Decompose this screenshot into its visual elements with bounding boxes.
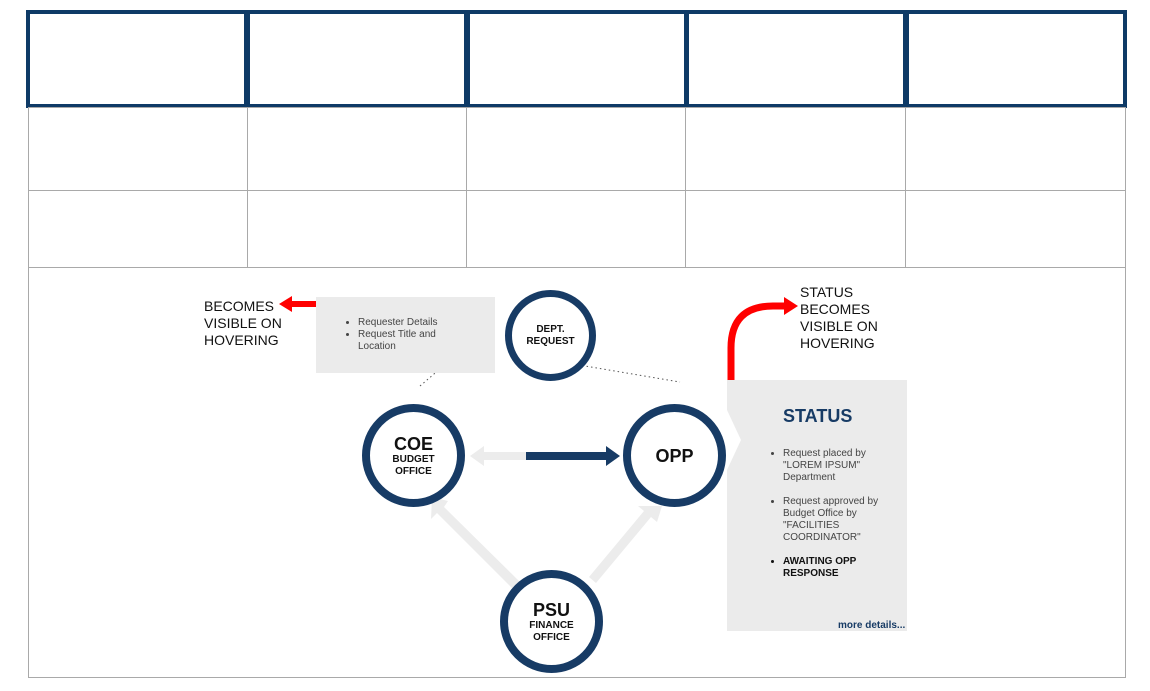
node-title: PSU (532, 599, 570, 620)
node-label: REQUEST (526, 335, 575, 347)
note-line: STATUS (800, 284, 854, 300)
hover-note-right: STATUS BECOMES VISIBLE ON HOVERING (800, 284, 910, 352)
note-line: VISIBLE ON (204, 315, 282, 331)
diagram-frame (28, 267, 1126, 678)
table-cell (247, 107, 467, 191)
table-cell (28, 107, 248, 191)
request-details-list: Requester Details Request Title and Loca… (358, 317, 485, 353)
table-header-cell-3 (466, 10, 688, 108)
table-cell (685, 107, 906, 191)
status-panel: STATUS Request placed by "LOREM IPSUM" D… (727, 380, 907, 631)
red-arrow-left (279, 296, 318, 312)
table-cell (905, 190, 1126, 268)
node-label: OFFICE (395, 465, 432, 477)
note-line: BECOMES (204, 298, 275, 314)
note-line: BECOMES (800, 301, 871, 317)
more-details-link[interactable]: more details... (838, 620, 906, 631)
node-opp[interactable]: OPP (623, 404, 726, 507)
node-title: OPP (655, 445, 694, 466)
light-arrow-psu-coe (431, 497, 520, 589)
light-arrow-psu-opp (589, 506, 662, 583)
note-line: VISIBLE ON (800, 318, 878, 334)
table-cell (905, 107, 1126, 191)
list-item: Requester Details (358, 317, 485, 329)
node-label: OFFICE (533, 631, 570, 643)
table-cell (466, 107, 686, 191)
node-psu[interactable]: PSU FINANCE OFFICE (500, 570, 603, 673)
table-header-cell-5 (905, 10, 1127, 108)
table-header-cell-1 (26, 10, 248, 108)
table-cell (247, 190, 467, 268)
status-list: Request placed by "LOREM IPSUM" Departme… (763, 448, 883, 592)
node-dept-request[interactable]: DEPT. REQUEST (505, 290, 596, 381)
navy-arrow-coe-opp (526, 446, 620, 466)
node-coe[interactable]: COE BUDGET OFFICE (362, 404, 465, 507)
node-label: FINANCE (529, 619, 574, 631)
node-label: DEPT. (536, 323, 565, 335)
request-details-box: Requester Details Request Title and Loca… (316, 297, 495, 373)
status-panel-pointer (727, 410, 741, 470)
table-cell (466, 190, 686, 268)
note-line: HOVERING (204, 332, 279, 348)
status-item: Request placed by "LOREM IPSUM" Departme… (783, 448, 883, 484)
status-title: STATUS (783, 406, 853, 426)
status-item: Request approved by Budget Office by "FA… (783, 496, 883, 544)
note-line: HOVERING (800, 335, 875, 351)
red-arrow-head (784, 297, 798, 315)
light-arrow-to-coe (470, 446, 526, 466)
list-item: Request Title and Location (358, 329, 458, 353)
status-item: AWAITING OPP RESPONSE (783, 556, 883, 580)
hover-note-left: BECOMES VISIBLE ON HOVERING (204, 298, 304, 349)
node-title: COE (393, 433, 433, 454)
node-label: BUDGET (392, 453, 435, 465)
table-header-cell-2 (246, 10, 468, 108)
red-arrow-curve (727, 302, 785, 404)
